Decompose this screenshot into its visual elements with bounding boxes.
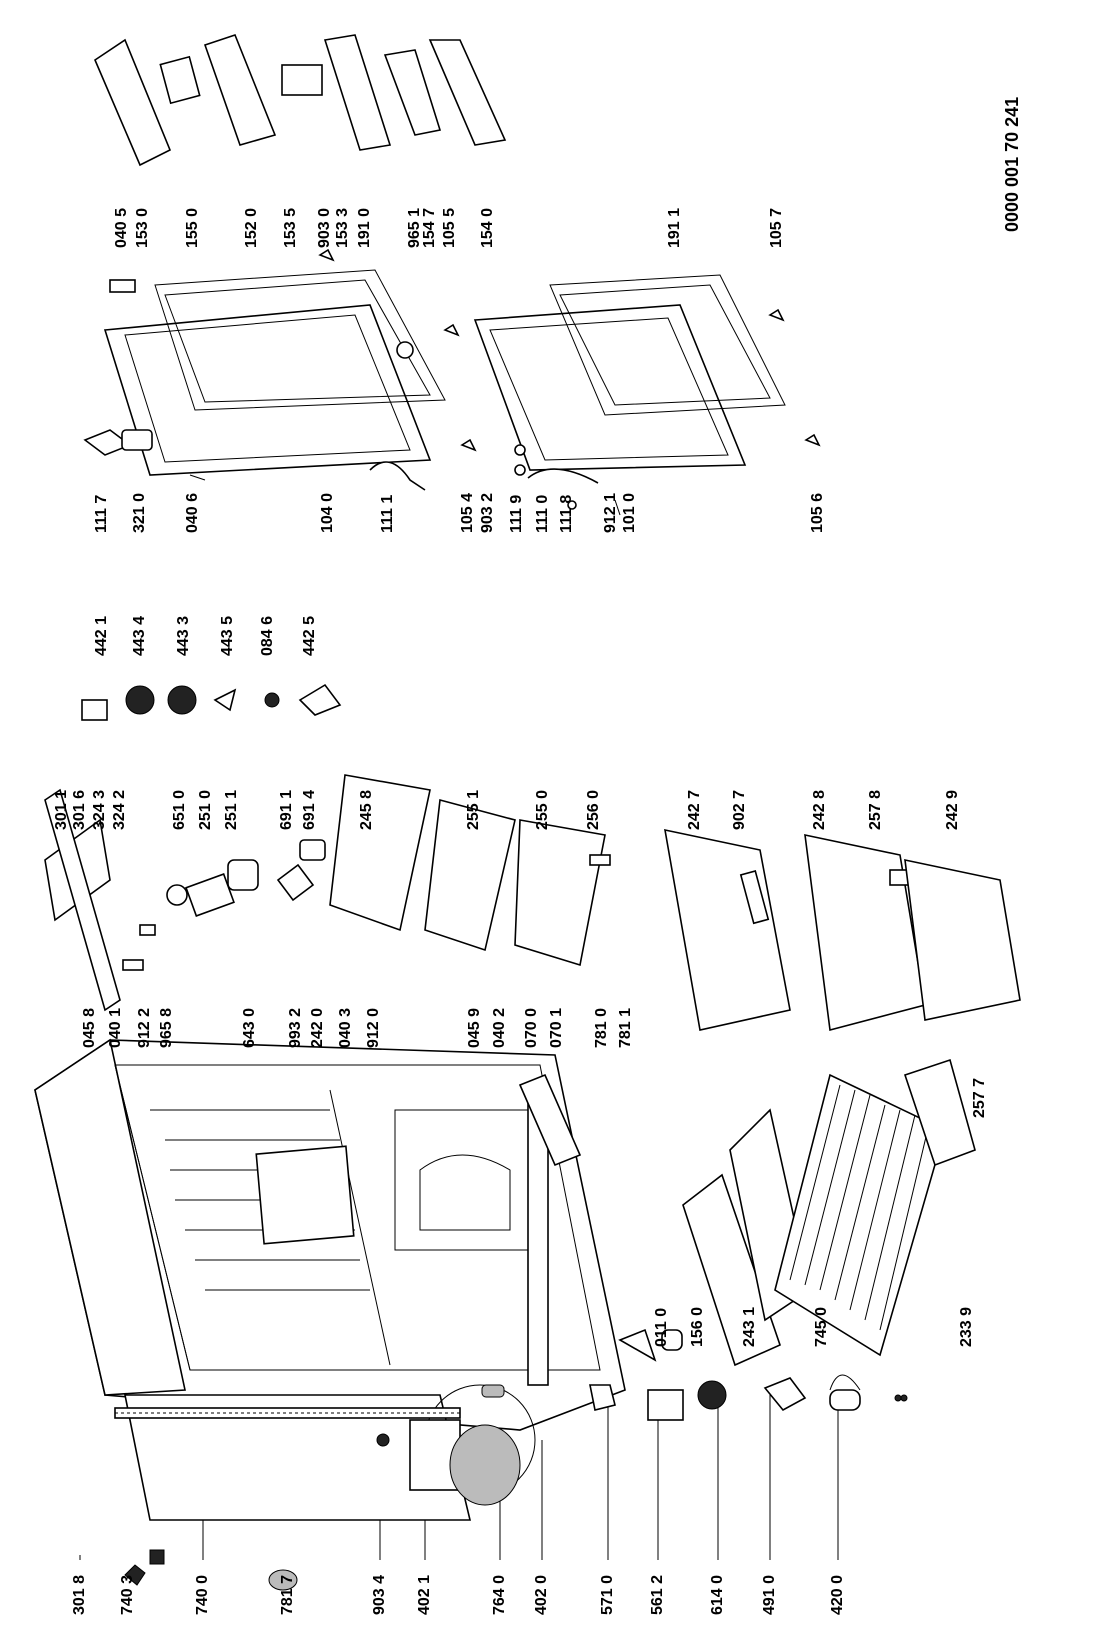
part-label: 781 7	[279, 1574, 296, 1615]
part-label: 111 8	[558, 494, 575, 533]
part-label: 104 0	[319, 492, 336, 533]
part-label: 084 6	[259, 615, 276, 656]
part-label: 070 0	[523, 1007, 540, 1048]
part-label: 781 0	[593, 1007, 610, 1048]
door-small-parts	[83, 248, 821, 516]
part-label: 153 0	[134, 207, 151, 248]
lower-door	[473, 274, 786, 471]
part-label: 443 3	[175, 615, 192, 656]
part-label: 491 0	[761, 1574, 778, 1615]
part-label: 153 3	[334, 207, 351, 248]
part-label: 153 5	[282, 207, 299, 248]
part-label: 903 4	[371, 1574, 388, 1615]
part-label: 111 1	[379, 494, 396, 533]
part-label: 011 0	[653, 1307, 670, 1347]
part-label: 691 1	[278, 789, 295, 830]
part-label: 154 7	[421, 207, 438, 248]
part-label: 105 6	[809, 492, 826, 533]
part-label: 155 0	[184, 207, 201, 248]
cabinet-body	[34, 1038, 626, 1565]
part-label: 903 2	[479, 492, 496, 533]
part-label: 912 1	[602, 492, 619, 533]
part-label: 152 0	[243, 207, 260, 248]
part-label: 111 9	[508, 494, 525, 533]
part-label: 301 1	[53, 789, 70, 830]
part-label: 324 2	[111, 789, 128, 830]
part-label: 301 6	[71, 789, 88, 830]
part-label: 233 9	[958, 1306, 975, 1347]
cabinet-small-parts	[124, 1374, 908, 1591]
part-label: 242 9	[944, 789, 961, 830]
part-label: 242 7	[686, 789, 703, 830]
part-label: 903 0	[316, 207, 333, 248]
part-label: 242 0	[309, 1007, 326, 1048]
part-label: 764 0	[491, 1574, 508, 1615]
part-label: 045 9	[466, 1007, 483, 1048]
part-label: 443 4	[131, 615, 148, 656]
part-label: 111 0	[534, 494, 551, 533]
part-label: 442 5	[301, 615, 318, 656]
part-label: 402 1	[416, 1574, 433, 1615]
part-label: 105 4	[459, 492, 476, 533]
part-label: 105 5	[441, 207, 458, 248]
part-label: 242 8	[811, 789, 828, 830]
part-label: 301 8	[71, 1574, 88, 1615]
part-label: 045 8	[81, 1007, 98, 1048]
part-label: 257 8	[867, 789, 884, 830]
control-and-shelves	[44, 774, 1021, 1032]
part-label: 912 0	[365, 1007, 382, 1048]
part-label: 256 0	[585, 789, 602, 830]
part-label: 257 7	[971, 1077, 988, 1118]
condenser	[114, 1407, 461, 1419]
part-label: 651 0	[171, 789, 188, 830]
part-label: 070 1	[548, 1007, 565, 1048]
part-label: 443 5	[219, 615, 236, 656]
part-label: 243 1	[741, 1306, 758, 1347]
part-label: 740 3	[119, 1574, 136, 1615]
part-label: 251 1	[223, 789, 240, 830]
part-label: 040 6	[184, 492, 201, 533]
interior-parts	[518, 1058, 976, 1367]
part-label: 745 0	[813, 1306, 830, 1347]
part-label: 111 7	[93, 494, 110, 533]
document-number: 0000 001 70 241	[1002, 96, 1022, 232]
upper-door	[103, 269, 446, 476]
part-label: 402 0	[533, 1574, 550, 1615]
part-label: 561 2	[649, 1574, 666, 1615]
part-label: 902 7	[731, 789, 748, 830]
door-shelves	[94, 34, 507, 167]
part-label: 040 1	[107, 1007, 124, 1048]
part-label: 912 2	[136, 1007, 153, 1048]
part-label: 156 0	[689, 1306, 706, 1347]
part-label: 321 0	[131, 492, 148, 533]
part-label: 191 1	[666, 207, 683, 248]
part-label: 965 8	[158, 1007, 175, 1048]
part-label: 324 3	[91, 789, 108, 830]
part-label: 040 3	[337, 1007, 354, 1048]
part-label: 781 1	[617, 1007, 634, 1048]
fan-assembly	[81, 683, 342, 721]
part-label: 040 5	[113, 207, 130, 248]
part-label: 993 2	[287, 1007, 304, 1048]
part-label: 154 0	[479, 207, 496, 248]
part-label: 040 2	[491, 1007, 508, 1048]
part-label: 420 0	[829, 1574, 846, 1615]
part-label: 255 0	[534, 789, 551, 830]
part-label: 251 0	[197, 789, 214, 830]
part-label: 740 0	[194, 1574, 211, 1615]
part-label: 571 0	[599, 1574, 616, 1615]
part-label: 442 1	[93, 615, 110, 656]
part-label: 245 8	[358, 789, 375, 830]
part-label: 614 0	[709, 1574, 726, 1615]
part-label: 255 1	[465, 789, 482, 830]
part-label: 691 4	[301, 789, 318, 830]
part-label: 101 0	[621, 492, 638, 533]
part-label: 191 0	[356, 207, 373, 248]
part-label: 643 0	[241, 1007, 258, 1048]
part-label: 105 7	[768, 207, 785, 248]
